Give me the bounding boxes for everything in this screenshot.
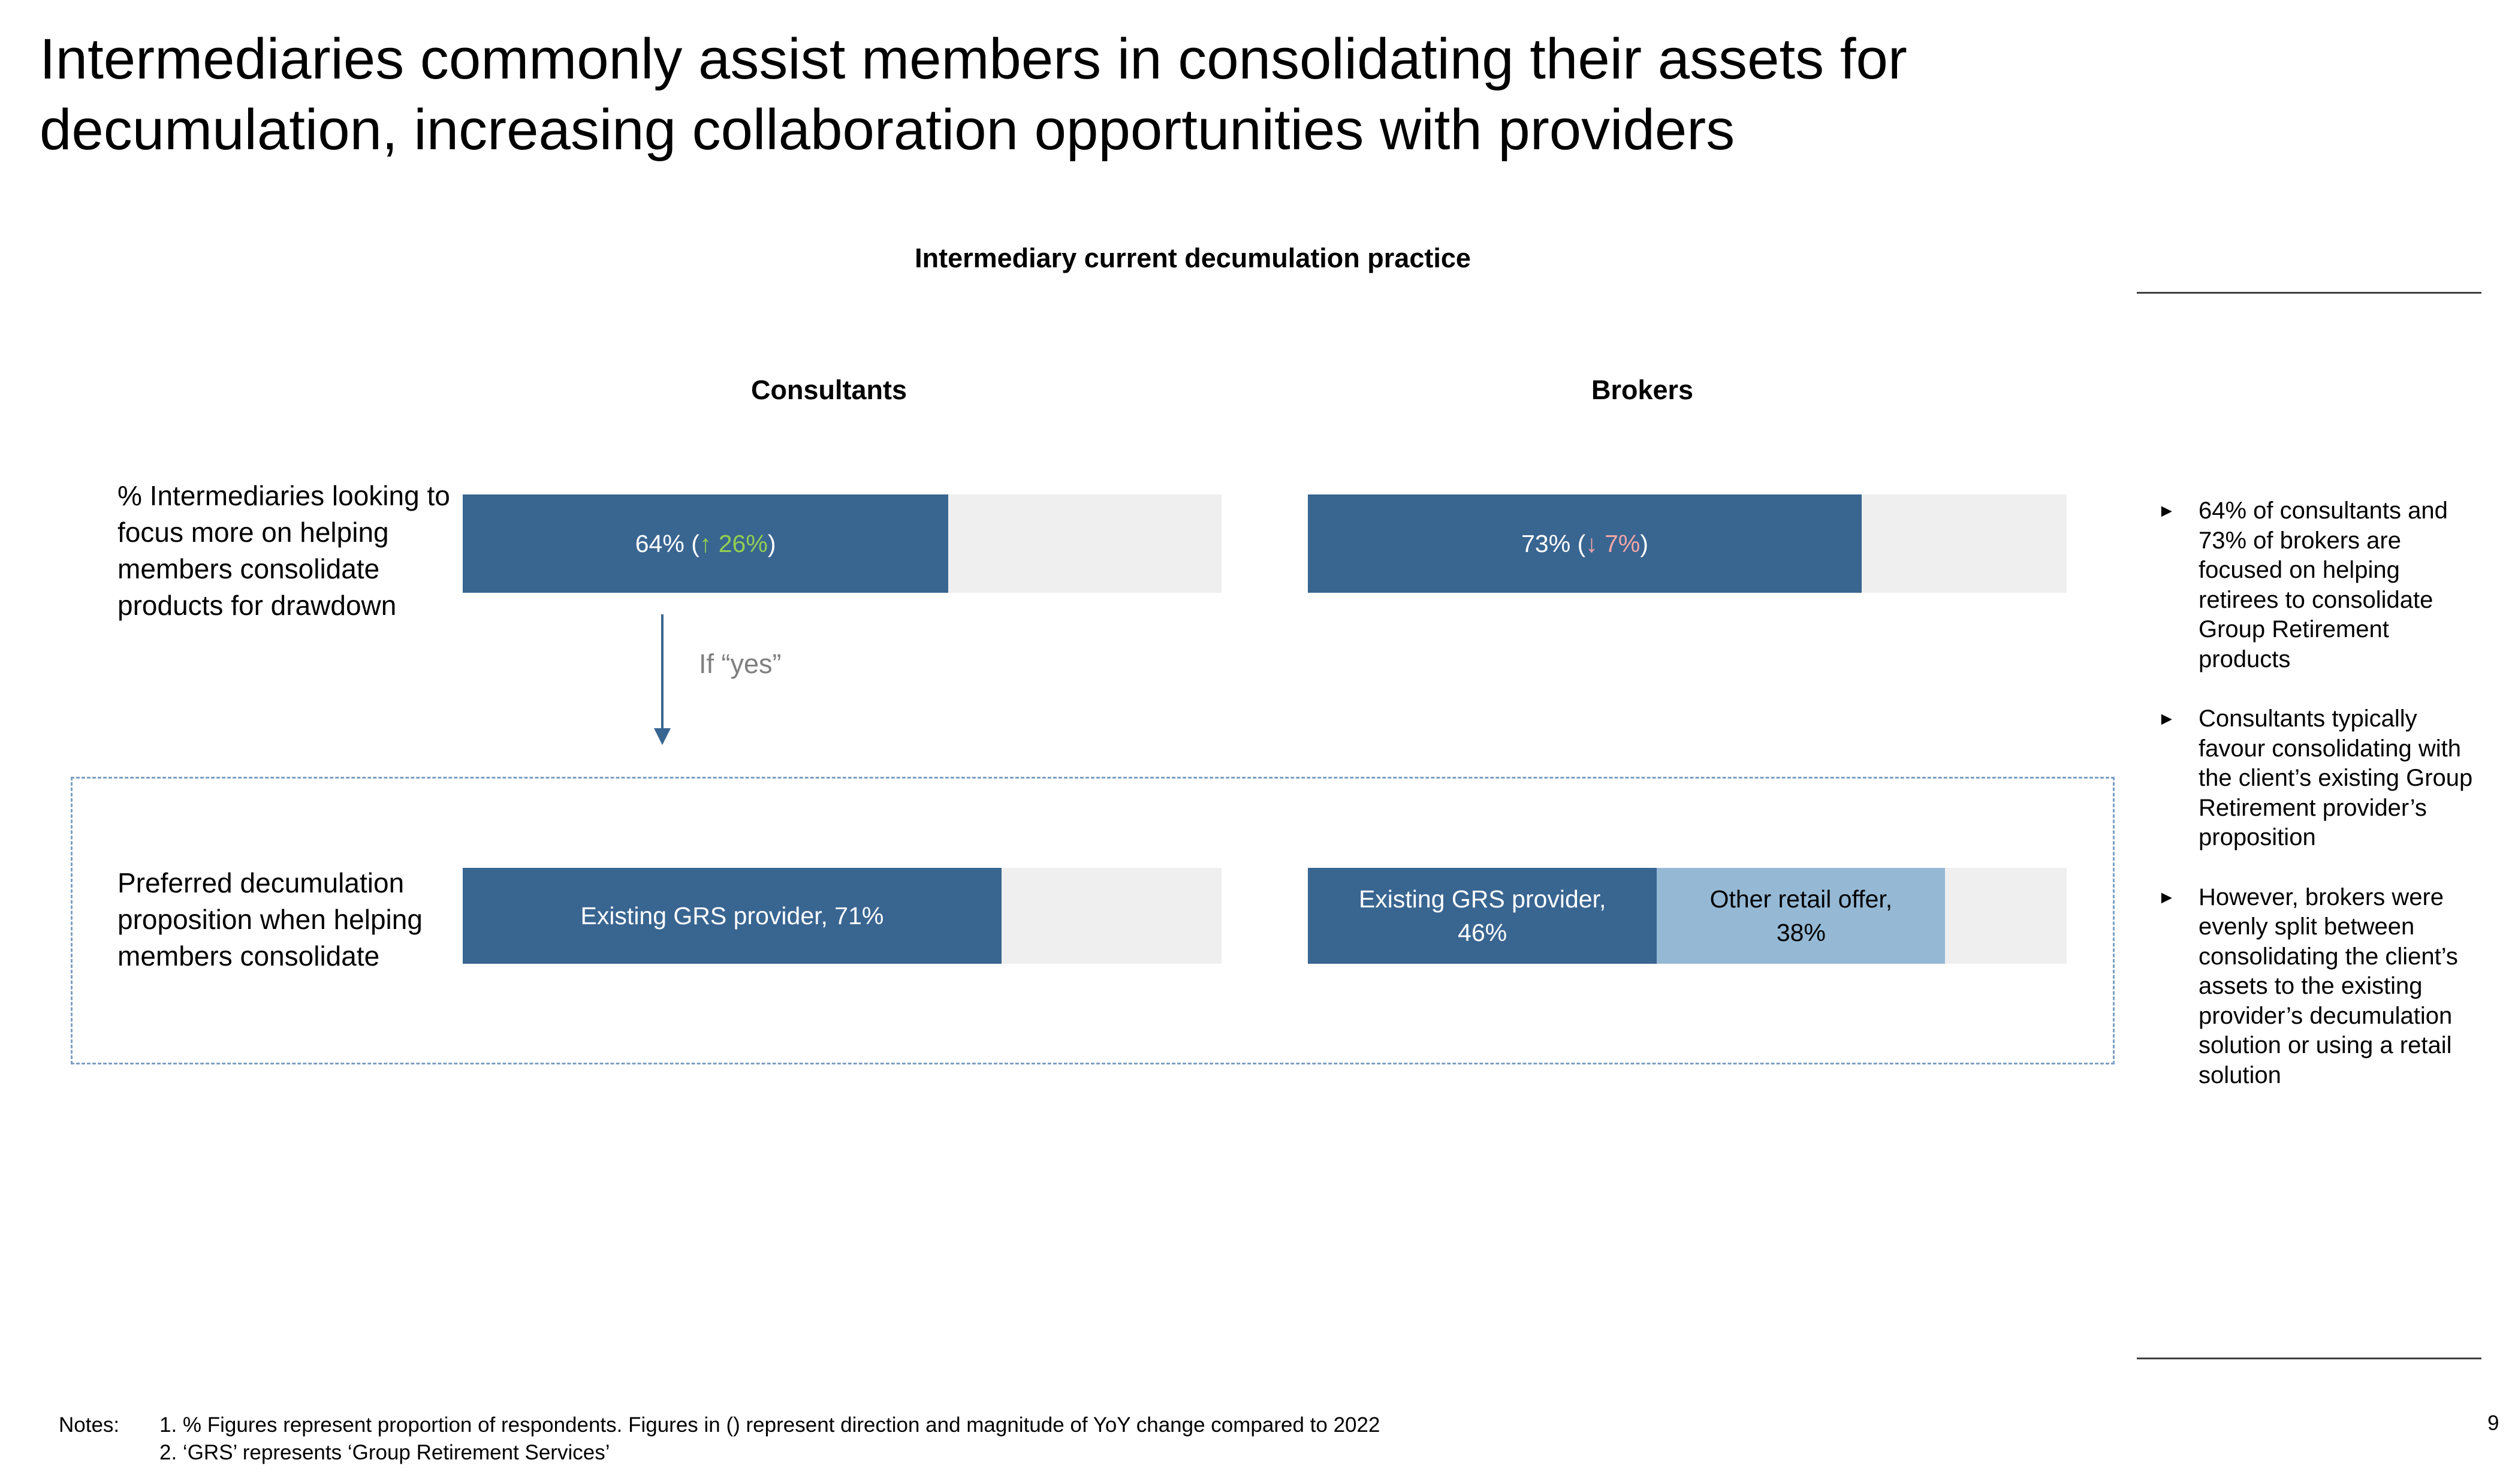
if-yes-arrow-icon bbox=[654, 614, 671, 745]
bullet-item: ► 64% of consultants and 73% of brokers … bbox=[2158, 497, 2448, 672]
title-line-1: Intermediaries commonly assist members i… bbox=[40, 27, 1907, 91]
note-1: 1. % Figures represent proportion of res… bbox=[159, 1413, 1380, 1437]
row2-label: Preferred decumulation proposition when … bbox=[117, 867, 423, 972]
consultants-row1-value-label: 64% (↑ 26%) bbox=[635, 530, 776, 557]
page-title: Intermediaries commonly assist members i… bbox=[40, 24, 2077, 165]
brokers-row1-value-label: 73% (↓ 7%) bbox=[1521, 530, 1649, 557]
brokers-row2-other-retail-bar: Other retail offer,38% bbox=[1657, 868, 1946, 964]
note-2: 2. ‘GRS’ represents ‘Group Retirement Se… bbox=[159, 1441, 610, 1464]
consultants-header: Consultants bbox=[750, 375, 907, 405]
conditional-section-box bbox=[71, 777, 2115, 1064]
consultants-row2-existing-grs-bar: Existing GRS provider, 71% bbox=[463, 868, 1002, 964]
notes-label: Notes: bbox=[59, 1413, 120, 1437]
brokers-row1-bar-track: 73% (↓ 7%) bbox=[1308, 494, 2067, 593]
brokers-row2-seg1-label: Existing GRS provider,46% bbox=[1358, 885, 1606, 946]
title-line-2: decumulation, increasing collaboration o… bbox=[40, 98, 1735, 162]
down-arrow-icon: ↓ bbox=[1585, 530, 1598, 557]
bullet-arrow-icon: ► bbox=[2158, 709, 2176, 729]
sidebar-top-rule bbox=[2137, 292, 2481, 294]
brokers-row2-existing-grs-bar: Existing GRS provider,46% bbox=[1308, 868, 1657, 964]
brokers-row1-bar: 73% (↓ 7%) bbox=[1308, 494, 1862, 593]
brokers-header: Brokers bbox=[1591, 375, 1694, 405]
consultants-yoy-change: 26% bbox=[711, 530, 768, 557]
brokers-row2-bar-track: Existing GRS provider,46% Other retail o… bbox=[1308, 868, 2067, 964]
consultants-row1-bar: 64% (↑ 26%) bbox=[463, 494, 949, 593]
consultants-row2-label: Existing GRS provider, 71% bbox=[580, 902, 884, 930]
key-takeaways: ► 64% of consultants and 73% of brokers … bbox=[2158, 496, 2475, 1120]
bullet-arrow-icon: ► bbox=[2158, 887, 2176, 907]
sidebar-bottom-rule bbox=[2137, 1358, 2481, 1359]
bullet-item: ► Consultants typically favour consolida… bbox=[2158, 705, 2473, 850]
bullet-arrow-icon: ► bbox=[2158, 501, 2176, 521]
consultants-row2-bar-track: Existing GRS provider, 71% bbox=[463, 868, 1222, 964]
if-yes-label: If “yes” bbox=[699, 649, 782, 679]
consultants-row1-bar-track: 64% (↑ 26%) bbox=[463, 494, 1222, 593]
bullet-item: ► However, brokers were evenly split bet… bbox=[2158, 883, 2458, 1088]
brokers-yoy-change: 7% bbox=[1597, 530, 1641, 557]
chart-title: Intermediary current decumulation practi… bbox=[915, 243, 1471, 273]
page-number: 9 bbox=[2487, 1411, 2499, 1435]
up-arrow-icon: ↑ bbox=[699, 530, 712, 557]
row1-label: % Intermediaries looking to focus more o… bbox=[117, 480, 450, 621]
brokers-row2-seg2-label: Other retail offer,38% bbox=[1709, 885, 1893, 946]
